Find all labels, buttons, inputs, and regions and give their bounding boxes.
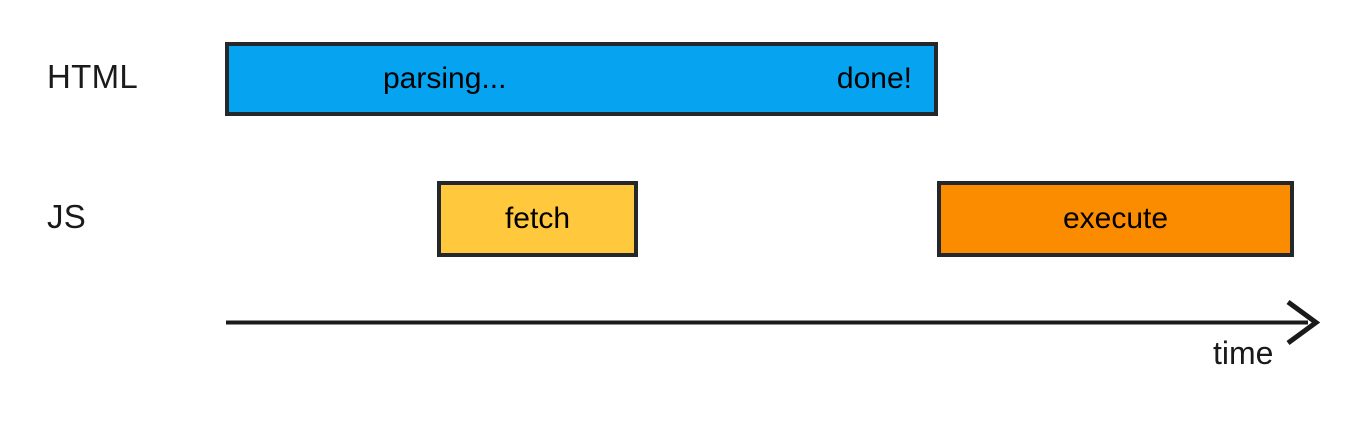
row-label-js: JS — [47, 198, 87, 235]
bar-html-done-label: done! — [836, 62, 912, 95]
time-axis-label: time — [1213, 335, 1274, 371]
row-label-html: HTML — [47, 58, 139, 95]
bar-js-fetch: fetch — [437, 181, 638, 257]
bar-js-fetch-label: fetch — [504, 202, 571, 235]
bar-html-parsing: parsing... done! — [225, 42, 938, 116]
time-axis — [218, 292, 1338, 354]
bar-js-execute-label: execute — [1062, 202, 1169, 235]
time-axis-arrow-icon — [226, 299, 1321, 346]
bar-js-execute: execute — [937, 181, 1294, 257]
bar-html-parsing-label: parsing... — [383, 62, 507, 95]
